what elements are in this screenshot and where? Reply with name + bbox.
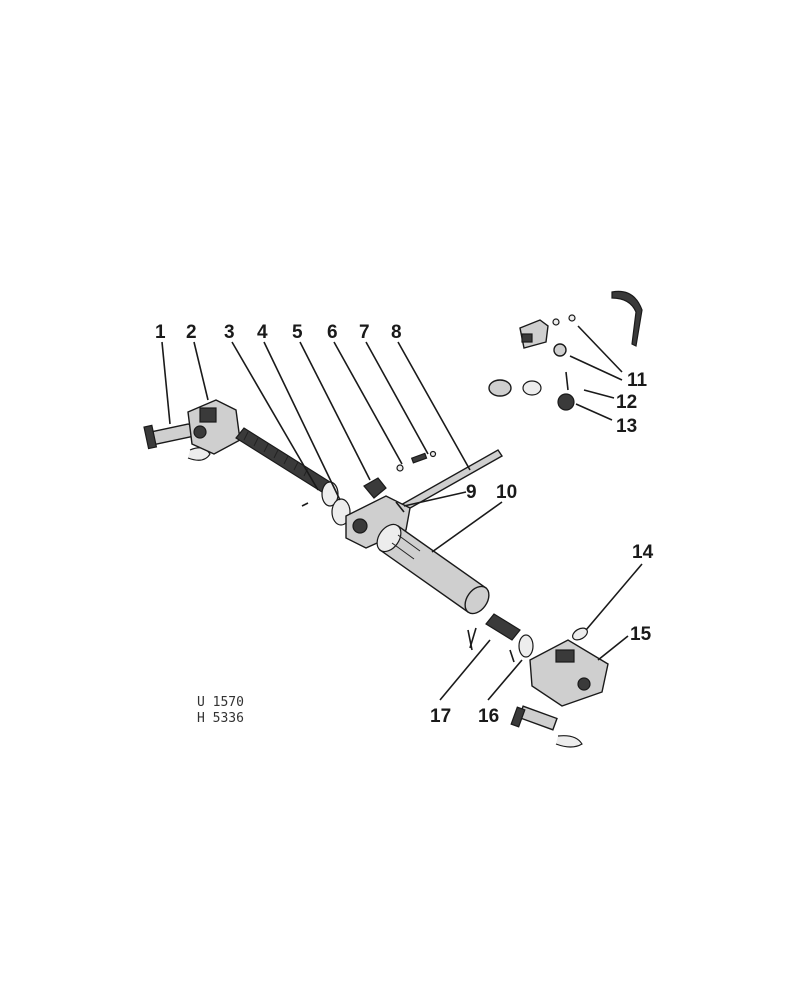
callout-2: 2 xyxy=(186,322,197,343)
yoke-right xyxy=(529,639,609,707)
ball xyxy=(396,464,404,472)
leader-lines xyxy=(161,325,643,701)
reference-code-1: U 1570 xyxy=(197,695,244,710)
callout-11: 11 xyxy=(627,370,648,391)
latch xyxy=(363,477,387,499)
clevis-pin-left xyxy=(143,423,211,461)
callout-9: 9 xyxy=(466,482,477,503)
short-shaft xyxy=(467,613,521,663)
callout-4: 4 xyxy=(257,322,268,343)
callout-13: 13 xyxy=(616,416,637,437)
reference-code-2: H 5336 xyxy=(197,711,244,726)
callout-5: 5 xyxy=(292,322,303,343)
callouts: 1 2 3 4 5 6 7 8 9 10 11 12 13 14 15 16 1… xyxy=(155,322,654,727)
ball-small xyxy=(429,450,437,458)
callout-12: 12 xyxy=(616,392,637,413)
washer xyxy=(518,634,534,658)
callout-3: 3 xyxy=(224,322,235,343)
callout-17: 17 xyxy=(430,706,451,727)
clevis-pin-right xyxy=(510,705,583,748)
callout-16: 16 xyxy=(478,706,499,727)
upper-right-assembly xyxy=(488,290,643,411)
callout-6: 6 xyxy=(327,322,338,343)
callout-1: 1 xyxy=(155,322,166,343)
callout-7: 7 xyxy=(359,322,370,343)
threaded-rod xyxy=(235,427,331,493)
spring xyxy=(410,452,428,464)
adjust-rod xyxy=(390,449,504,517)
yoke-left xyxy=(187,399,241,455)
reference-codes: U 1570 H 5336 xyxy=(197,695,244,726)
callout-15: 15 xyxy=(630,624,652,645)
small-pin-mark xyxy=(301,502,309,507)
callout-10: 10 xyxy=(496,482,517,503)
callout-14: 14 xyxy=(632,542,654,563)
callout-8: 8 xyxy=(391,322,402,343)
tube xyxy=(376,523,490,615)
